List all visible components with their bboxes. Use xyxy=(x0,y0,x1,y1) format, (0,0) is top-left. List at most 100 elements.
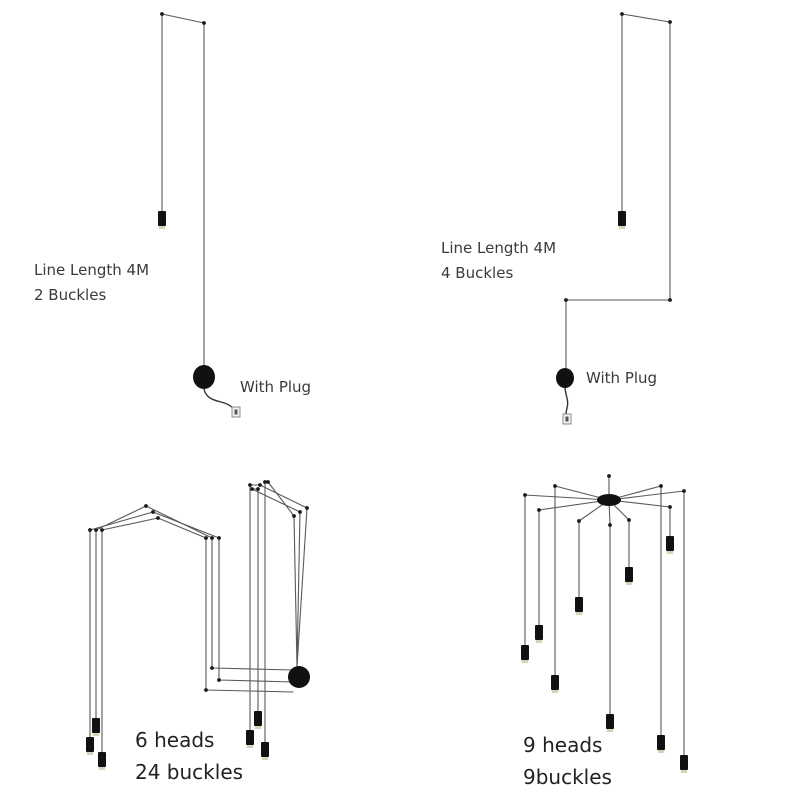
plug-prong xyxy=(565,416,569,422)
wire-buckle xyxy=(627,518,631,522)
wire-buckle xyxy=(620,12,624,16)
wire-buckle xyxy=(553,484,557,488)
wire-buckle xyxy=(263,480,267,484)
wire-buckle xyxy=(151,510,155,514)
wire-buckle xyxy=(160,12,164,16)
lamp-lens xyxy=(92,733,100,736)
suspension-wire xyxy=(95,505,294,719)
lamp-head xyxy=(618,211,626,226)
suspension-wire xyxy=(161,13,205,367)
lamp-lens xyxy=(254,726,262,729)
bottom-right-heads: 9 heads xyxy=(523,733,603,757)
wire-buckle xyxy=(210,536,214,540)
bottom-left-specs: 6 heads 24 buckles xyxy=(135,724,243,788)
wire-buckle xyxy=(577,519,581,523)
wire-buckle xyxy=(668,505,672,509)
lamp-lens xyxy=(246,745,254,748)
suspension-wire xyxy=(264,481,298,743)
top-right-line-length: Line Length 4M xyxy=(441,239,557,257)
top-left-buckles: 2 Buckles xyxy=(34,286,107,304)
wire-buckle xyxy=(659,484,663,488)
wire-buckle xyxy=(204,536,208,540)
wire-buckle xyxy=(210,666,214,670)
top-right-plug-label: With Plug xyxy=(586,369,658,387)
lamp-head xyxy=(551,675,559,690)
wire-buckle xyxy=(156,516,160,520)
wire-buckle xyxy=(217,678,221,682)
four-buckle-pendant-drawing xyxy=(556,12,672,425)
lamp-lens xyxy=(521,660,529,663)
power-cord xyxy=(203,388,236,412)
top-left-plug-label: With Plug xyxy=(240,378,312,396)
ceiling-canopy xyxy=(288,666,310,688)
suspension-wire xyxy=(608,485,662,736)
wire-buckle xyxy=(608,523,612,527)
lamp-head xyxy=(666,536,674,551)
plug-prong xyxy=(234,409,238,415)
ceiling-canopy xyxy=(193,365,215,389)
suspension-wire xyxy=(565,13,671,369)
lamp-lens xyxy=(657,750,665,753)
lamp-lens xyxy=(98,767,106,770)
lamp-lens xyxy=(575,612,583,615)
top-left-specs: Line Length 4M 2 Buckles xyxy=(34,258,149,308)
lamp-lens xyxy=(625,582,633,585)
lamp-head xyxy=(261,742,269,757)
lamp-head xyxy=(158,211,166,226)
lamp-head xyxy=(521,645,529,660)
six-head-pendant-drawing xyxy=(86,480,310,770)
two-buckle-pendant-drawing xyxy=(158,12,241,418)
lamp-head xyxy=(625,567,633,582)
lamp-head xyxy=(575,597,583,612)
bottom-right-specs: 9 heads 9buckles xyxy=(523,729,612,793)
wire-buckle xyxy=(682,489,686,493)
wire-buckle xyxy=(258,483,262,487)
suspension-wire xyxy=(89,511,294,738)
lamp-head xyxy=(606,714,614,729)
lamp-lens xyxy=(158,226,166,229)
wire-buckle xyxy=(292,514,296,518)
wire-buckle xyxy=(564,298,568,302)
lamp-head xyxy=(92,718,100,733)
lamp-head xyxy=(86,737,94,752)
wire-buckle xyxy=(250,487,254,491)
bottom-left-buckles: 24 buckles xyxy=(135,760,244,784)
wire-buckle xyxy=(668,298,672,302)
wire-buckle xyxy=(144,504,148,508)
lamp-lens xyxy=(261,757,269,760)
wire-buckle xyxy=(88,528,92,532)
wire-buckle xyxy=(305,506,309,510)
lamp-lens xyxy=(86,752,94,755)
wire-buckle xyxy=(668,20,672,24)
lamp-lens xyxy=(618,226,626,229)
wire-buckle xyxy=(248,483,252,487)
suspension-wire xyxy=(554,485,610,676)
lamp-head xyxy=(98,752,106,767)
lamp-lens xyxy=(680,770,688,773)
lamp-head xyxy=(535,625,543,640)
wire-buckle xyxy=(523,493,527,497)
suspension-wire xyxy=(608,499,611,715)
wire-buckle xyxy=(266,480,270,484)
lamp-lens xyxy=(666,551,674,554)
bottom-right-buckles: 9buckles xyxy=(523,765,612,789)
suspension-wire xyxy=(101,517,294,753)
wire-buckle xyxy=(537,508,541,512)
lamp-head xyxy=(254,711,262,726)
suspension-wire xyxy=(578,499,610,598)
lamp-lens xyxy=(606,729,614,732)
top-left-line-length: Line Length 4M xyxy=(34,261,150,279)
lamp-lens xyxy=(551,690,559,693)
lamp-head xyxy=(246,730,254,745)
suspension-wire xyxy=(524,494,610,646)
suspension-wire xyxy=(608,499,630,568)
top-right-specs: Line Length 4M 4 Buckles xyxy=(441,236,556,286)
ceiling-canopy xyxy=(556,368,574,388)
wire-buckle xyxy=(298,510,302,514)
bottom-left-heads: 6 heads xyxy=(135,728,215,752)
wire-buckle xyxy=(100,528,104,532)
ceiling-canopy xyxy=(597,494,621,506)
lamp-head xyxy=(680,755,688,770)
